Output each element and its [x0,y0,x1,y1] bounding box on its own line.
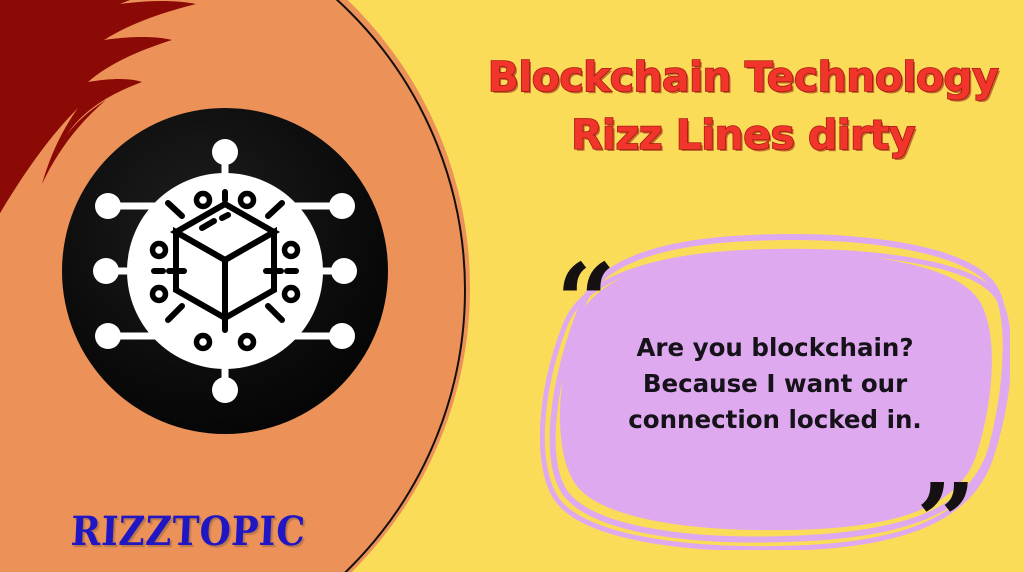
quote-brush-outline-2 [540,248,1010,550]
network-node-group [93,139,357,403]
headline-line-1: Blockchain Technology [487,52,1000,102]
headline-line-2: Rizz Lines dirty [570,110,916,160]
open-quote-icon: “ [556,240,616,363]
quote-card: “ Are you blockchain? Because I want our… [540,232,1010,572]
quote-line-2: Because I want our [642,368,908,398]
red-flame-corner-decoration [0,0,230,220]
blockchain-network-icon [93,139,357,403]
quote-text: Are you blockchain? Because I want our c… [592,330,958,437]
orange-oval-outline-arc [0,0,466,572]
quote-purple-blob [559,251,992,531]
quote-line-1: Are you blockchain? [636,333,914,362]
brand-wordmark: RIZZTOPIC [69,508,307,556]
close-quote-icon: ” [916,460,976,572]
quote-line-3: connection locked in. [628,404,922,434]
headline-title: Blockchain Technology Rizz Lines dirty [462,48,1024,164]
blockchain-coin-badge [62,108,388,434]
